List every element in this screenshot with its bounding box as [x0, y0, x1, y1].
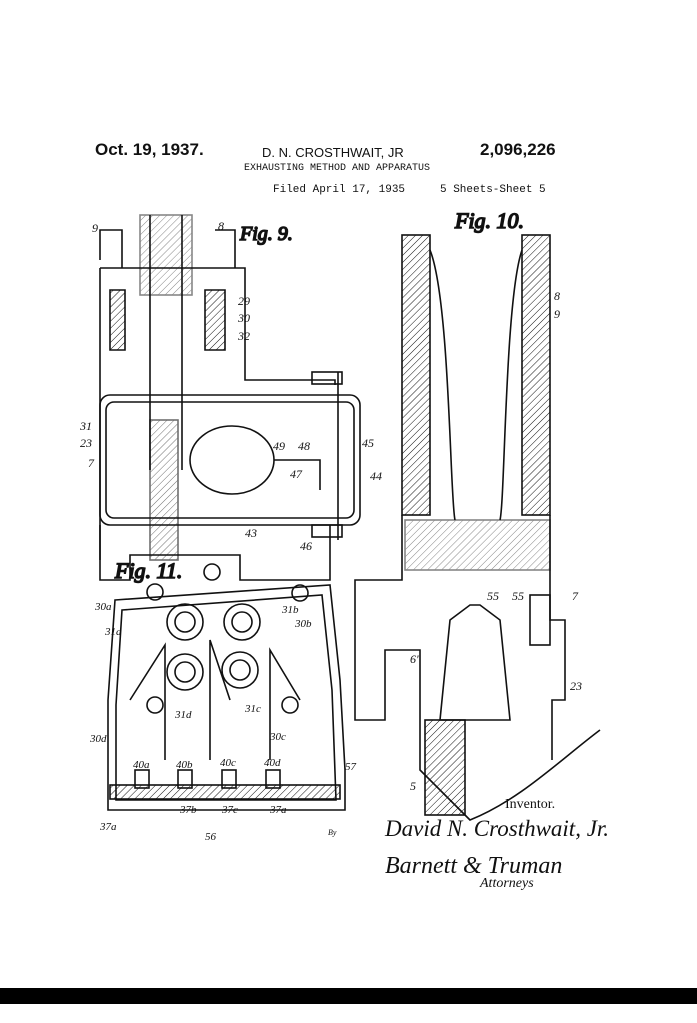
ref-label: 8 — [554, 289, 560, 303]
scan-edge-bar — [0, 988, 697, 1004]
ref-label: 55 — [487, 589, 499, 603]
patent-number: 2,096,226 — [480, 140, 556, 159]
attorney-signature: Barnett & Truman — [385, 853, 562, 879]
ref-label: 31b — [281, 604, 299, 616]
signature-block: Inventor. David N. Crosthwait, Jr. Barne… — [384, 797, 609, 891]
by-label: By — [328, 828, 337, 837]
ref-label: 43 — [245, 526, 257, 540]
ref-label: 37a — [269, 804, 287, 816]
patent-title: EXHAUSTING METHOD AND APPARATUS — [244, 163, 431, 174]
ref-label: 37c — [221, 804, 238, 816]
ref-label: 37a — [99, 821, 117, 833]
ref-label: 29 — [238, 294, 250, 308]
ref-label: 30d — [89, 733, 107, 745]
ref-label: 23 — [570, 679, 582, 693]
ref-label: 7 — [88, 456, 95, 470]
ref-label: 45 — [362, 436, 374, 450]
ref-label: 48 — [298, 439, 310, 453]
inventor-header: D. N. CROSTHWAIT, JR — [262, 145, 404, 160]
patent-date: Oct. 19, 1937. — [95, 140, 204, 159]
ref-label: 44 — [370, 469, 382, 483]
figure-10-label: Fig. 10. — [454, 208, 524, 233]
inventor-label: Inventor. — [505, 797, 555, 812]
ref-label: 57 — [345, 761, 357, 773]
ref-label: 47 — [290, 467, 303, 481]
sheet-count: 5 Sheets-Sheet 5 — [440, 184, 546, 196]
ref-label: 37b — [179, 804, 197, 816]
ref-label: 30 — [237, 311, 250, 325]
ref-label: 5 — [410, 779, 416, 793]
ref-label: 7 — [572, 589, 579, 603]
ref-label: 9 — [92, 221, 98, 235]
ref-label: 6' — [410, 652, 419, 666]
ref-label: 56 — [205, 831, 217, 843]
ref-label: 9 — [554, 307, 560, 321]
figure-9: Fig. 9. 9 8 29 30 32 31 23 7 49 48 47 45… — [79, 214, 382, 581]
inventor-signature: David N. Crosthwait, Jr. — [384, 816, 609, 841]
figure-11: Fig. 11. 30a 31a 31b 30b 31d 31c 30d 30c… — [89, 557, 357, 843]
ref-label: 30b — [294, 618, 312, 630]
figure-11-label: Fig. 11. — [114, 558, 182, 583]
attorneys-label: Attorneys — [479, 876, 534, 891]
ref-label: 40a — [133, 759, 150, 771]
ref-label: 40b — [176, 759, 193, 771]
filed-date: Filed April 17, 1935 — [273, 184, 406, 196]
ref-label: 46 — [300, 539, 312, 553]
figure-10: Fig. 10. 8 9 7 55 55 6' 23 5 — [354, 207, 601, 821]
ref-label: 31d — [174, 709, 192, 721]
ref-label: 32 — [237, 329, 250, 343]
ref-label: 55 — [512, 589, 524, 603]
ref-label: 30c — [269, 731, 286, 743]
ref-label: 8 — [218, 219, 224, 233]
ref-label: 31c — [244, 703, 261, 715]
ref-label: 49 — [273, 439, 285, 453]
ref-label: 30a — [94, 601, 112, 613]
ref-label: 31a — [104, 626, 122, 638]
ref-label: 40c — [220, 757, 236, 769]
ref-label: 23 — [80, 436, 92, 450]
ref-label: 40d — [264, 757, 281, 769]
ref-label: 31 — [79, 419, 92, 433]
figure-9-label: Fig. 9. — [239, 223, 293, 245]
